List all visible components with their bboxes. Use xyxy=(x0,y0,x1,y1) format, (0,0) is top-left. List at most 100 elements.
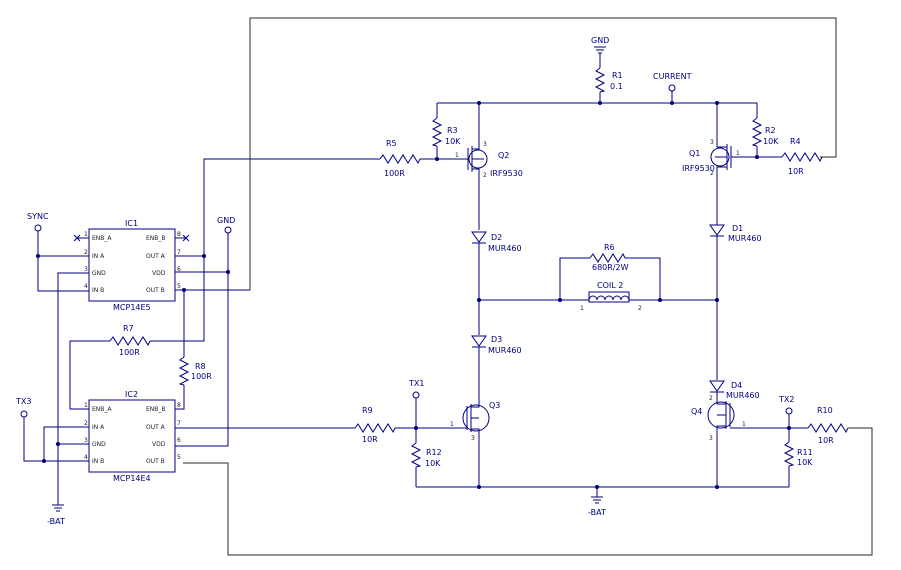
ic2-num-1: 1 xyxy=(84,402,88,409)
outer-wiring xyxy=(183,17,873,556)
r1-ref: R1 xyxy=(612,71,623,80)
testpoint-tx1: TX1 xyxy=(408,379,424,428)
q4-pin-3: 3 xyxy=(709,435,713,442)
q1-value: IRF9530 xyxy=(682,164,715,173)
resistor-r10: R10 10R xyxy=(789,406,849,445)
resistor-r11: R11 10K xyxy=(783,428,813,487)
d3-value: MUR460 xyxy=(488,346,522,355)
ic1-num-7: 7 xyxy=(177,249,181,256)
r10-value: 10R xyxy=(818,436,834,445)
mosfet-q3: Q3 1 3 xyxy=(450,398,500,487)
ic1-num-8: 8 xyxy=(177,231,181,238)
ic2-num-2: 2 xyxy=(84,420,88,427)
r10-ref: R10 xyxy=(817,406,833,415)
ic1-pin-in-a: IN A xyxy=(92,253,105,260)
net-gnd-ic: GND xyxy=(217,216,235,225)
ic2-pin-vdd: VDD xyxy=(152,441,166,448)
r8-value: 100R xyxy=(191,372,212,381)
coil-pin-1: 1 xyxy=(580,305,584,312)
d3-ref: D3 xyxy=(491,335,502,344)
r9-ref: R9 xyxy=(362,406,373,415)
ic1-num-2: 2 xyxy=(84,249,88,256)
r9-value: 10R xyxy=(362,435,378,444)
net-bat-left: -BAT xyxy=(47,517,65,526)
ic2-num-5: 5 xyxy=(177,454,181,461)
r8-ref: R8 xyxy=(195,362,206,371)
ic1-pin-enb-a: ENB_A xyxy=(92,235,112,242)
resistor-r12: R12 10K xyxy=(410,428,442,487)
mosfet-q1: Q1 IRF9530 1 3 2 xyxy=(682,103,740,225)
r6-ref: R6 xyxy=(604,243,615,252)
ic1-num-5: 5 xyxy=(177,283,181,290)
q2-pin-2: 2 xyxy=(483,172,487,179)
q4-ref: Q4 xyxy=(691,407,702,416)
resistor-r8: R8 100R xyxy=(178,356,212,386)
mosfet-q2: Q2 IRF9530 1 3 2 xyxy=(455,103,523,230)
ic1-pin-in-b: IN B xyxy=(92,287,104,294)
diode-d2: D2 MUR460 xyxy=(471,231,522,335)
resistor-r4: R4 10R xyxy=(740,137,823,176)
r4-value: 10R xyxy=(788,167,804,176)
net-tx3: TX3 xyxy=(15,397,31,406)
ic1-pin-out-b: OUT B xyxy=(146,287,165,294)
ic2-num-6: 6 xyxy=(177,437,181,444)
net-gnd-top: GND xyxy=(591,36,609,45)
r1-value: 0.1 xyxy=(610,82,623,91)
ic2-ref: IC2 xyxy=(125,390,138,399)
r3-ref: R3 xyxy=(447,126,458,135)
d4-value: MUR460 xyxy=(726,391,760,400)
ic2-num-7: 7 xyxy=(177,420,181,427)
diode-d1: D1 MUR460 xyxy=(709,224,762,380)
r4-ref: R4 xyxy=(790,137,801,146)
ic2-pin-out-a: OUT A xyxy=(146,424,166,431)
ic1-pin-vdd: VDD xyxy=(152,270,166,277)
q2-value: IRF9530 xyxy=(490,169,523,178)
ic2-pin-enb-a: ENB_A xyxy=(92,406,112,413)
ic2-pin-in-b: IN B xyxy=(92,458,104,465)
resistor-r5: R5 100R xyxy=(379,139,460,178)
q2-pin-1: 1 xyxy=(455,152,459,159)
ic1-num-1: 1 xyxy=(84,231,88,238)
ic2-pin-out-b: OUT B xyxy=(146,458,165,465)
ic-output-wiring: GND xyxy=(150,158,380,447)
ic2-pin-enb-b: ENB_B xyxy=(146,406,166,413)
r5-value: 100R xyxy=(384,169,405,178)
r12-ref: R12 xyxy=(426,448,442,457)
r11-ref: R11 xyxy=(797,448,813,457)
r12-value: 10K xyxy=(425,459,441,468)
coil-pin-2: 2 xyxy=(638,305,642,312)
bottom-rail: -BAT xyxy=(416,485,789,517)
q2-ref: Q2 xyxy=(498,151,509,160)
q1-pin-3: 3 xyxy=(710,139,714,146)
resistor-r3: R3 10K xyxy=(431,103,461,161)
ic1-pin-out-a: OUT A xyxy=(146,253,166,260)
ic-input-wiring: SYNC -BAT TX3 xyxy=(15,212,110,526)
coil-and-r6: COIL 2 1 2 R6 680R/2W xyxy=(477,243,719,312)
ic1-num-6: 6 xyxy=(177,266,181,273)
ic2-pin-gnd: GND xyxy=(92,441,106,448)
ic2-num-4: 4 xyxy=(84,454,88,461)
q1-pin-2: 2 xyxy=(710,170,714,177)
ic2-pin-in-a: IN A xyxy=(92,424,105,431)
ic1-pin-gnd: GND xyxy=(92,270,106,277)
d2-value: MUR460 xyxy=(488,244,522,253)
net-current: CURRENT xyxy=(653,72,692,81)
ic1-num-3: 3 xyxy=(84,266,88,273)
net-sync: SYNC xyxy=(27,212,49,221)
d4-ref: D4 xyxy=(731,381,742,390)
q1-ref: Q1 xyxy=(689,149,700,158)
ic2-num-3: 3 xyxy=(84,437,88,444)
q4-pin-2: 2 xyxy=(709,395,713,402)
net-tx1: TX1 xyxy=(408,379,424,388)
coil-ref: COIL 2 xyxy=(597,281,623,290)
r5-ref: R5 xyxy=(386,139,397,148)
resistor-r9: R9 10R xyxy=(354,406,456,444)
q3-pin-3: 3 xyxy=(471,435,475,442)
ic2-part: MCP14E4 xyxy=(113,474,151,483)
resistor-r2: R2 10K xyxy=(751,117,779,159)
q3-ref: Q3 xyxy=(489,401,500,410)
diode-d3: D3 MUR460 xyxy=(471,335,522,398)
d1-value: MUR460 xyxy=(728,234,762,243)
r7-ref: R7 xyxy=(123,324,134,333)
r2-value: 10K xyxy=(763,137,779,146)
